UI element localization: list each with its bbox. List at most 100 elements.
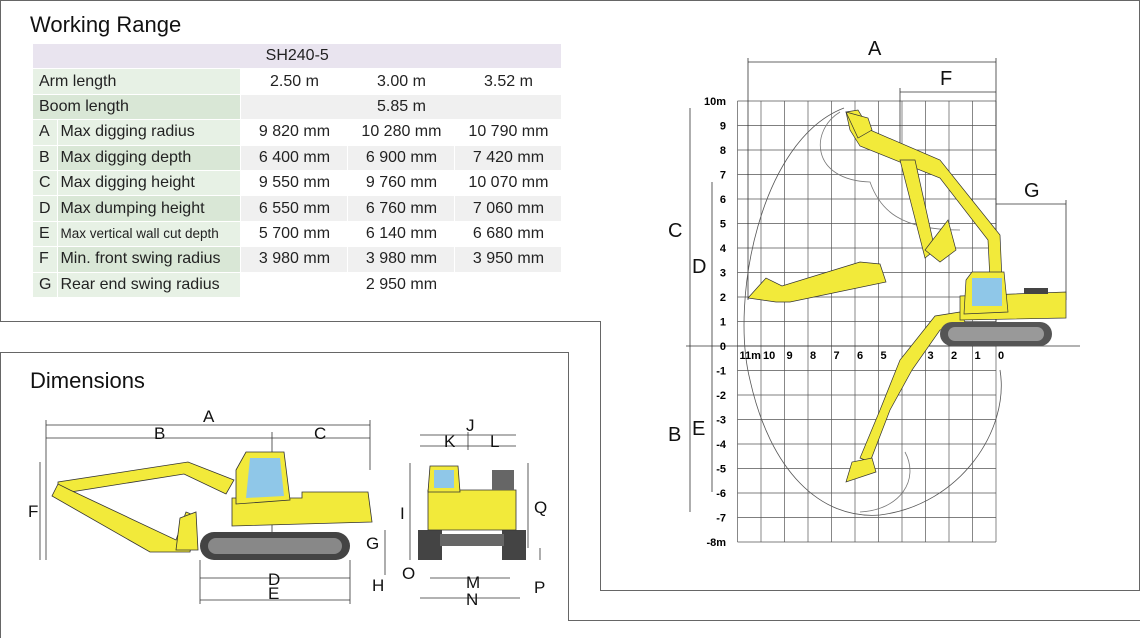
- range-label-c: C: [668, 220, 683, 242]
- dim-label-h: H: [372, 576, 385, 595]
- row-name: Min. front swing radius: [57, 246, 242, 273]
- boom-length-label: Boom length: [33, 94, 242, 121]
- table-row-boom-length: Boom length 5.85 m: [33, 94, 563, 121]
- dim-label-f: F: [28, 502, 39, 521]
- dimensions-title: Dimensions: [30, 368, 145, 393]
- row-value: 6 550 mm: [240, 195, 349, 222]
- working-range-title: Working Range: [30, 12, 182, 37]
- row-value: 10 070 mm: [454, 170, 563, 197]
- table-header-row: SH240-5: [33, 44, 563, 70]
- row-value: 3 980 mm: [240, 246, 349, 273]
- table-row-rear-swing: G Rear end swing radius 2 950 mm: [33, 272, 563, 298]
- y-tick-label: 2: [720, 292, 726, 304]
- x-tick-label: 0: [998, 350, 1004, 362]
- x-tick-label: 6: [857, 350, 863, 362]
- y-tick-label: 8: [720, 145, 726, 157]
- y-tick-label: -2: [716, 390, 726, 402]
- row-value: 7 420 mm: [454, 145, 563, 171]
- y-tick-label: -8m: [706, 537, 726, 549]
- y-tick-label: -6: [716, 488, 726, 500]
- row-letter: D: [33, 195, 59, 222]
- row-value: 7 060 mm: [454, 195, 563, 222]
- dim-label-p: P: [534, 578, 546, 597]
- dim-label-g: G: [366, 534, 380, 553]
- arm-length-label: Arm length: [33, 68, 242, 95]
- dim-label-o: O: [402, 564, 416, 583]
- y-tick-label: 7: [720, 170, 726, 182]
- row-name: Max digging depth: [57, 145, 242, 171]
- range-label-g: G: [1024, 180, 1040, 202]
- row-value: 6 140 mm: [347, 221, 456, 248]
- dim-label-e: E: [268, 584, 280, 603]
- excavator-base: [940, 271, 1067, 346]
- dim-label-m: M: [466, 573, 481, 592]
- x-tick-label: 8: [810, 350, 816, 362]
- y-tick-label: 10m: [704, 96, 726, 108]
- side-view-excavator: [51, 451, 373, 560]
- range-label-a: A: [868, 38, 882, 60]
- boom-length-value: 5.85 m: [240, 94, 563, 121]
- row-name: Rear end swing radius: [57, 272, 242, 298]
- row-name: Max digging height: [57, 170, 242, 197]
- dim-label-b: B: [154, 424, 166, 443]
- arm-length-value: 3.52 m: [454, 68, 563, 95]
- row-value: 10 790 mm: [454, 119, 563, 146]
- dim-label-l: L: [490, 432, 500, 451]
- row-value: 10 280 mm: [347, 119, 456, 146]
- row-value: 6 900 mm: [347, 145, 456, 171]
- dim-label-a: A: [203, 407, 215, 426]
- row-letter: G: [33, 272, 59, 298]
- y-tick-label: 9: [720, 121, 726, 133]
- dim-label-d: D: [268, 570, 281, 589]
- row-letter: E: [33, 221, 59, 248]
- y-tick-label: -7: [716, 513, 726, 525]
- arm-length-value: 2.50 m: [240, 68, 349, 95]
- dim-label-j: J: [466, 416, 475, 435]
- x-tick-label: 9: [787, 350, 793, 362]
- y-tick-label: 6: [720, 194, 726, 206]
- working-range-table: SH240-5 Arm length 2.50 m 3.00 m 3.52 m …: [33, 44, 563, 298]
- row-value: 6 680 mm: [454, 221, 563, 248]
- y-tick-label: 4: [720, 243, 727, 255]
- model-name: SH240-5: [33, 44, 563, 70]
- y-tick-label: 3: [720, 268, 726, 280]
- dim-label-c: C: [314, 424, 327, 443]
- row-value: 9 550 mm: [240, 170, 349, 197]
- y-tick-label: -3: [716, 415, 726, 427]
- range-label-e: E: [692, 418, 706, 440]
- row-value: 9 760 mm: [347, 170, 456, 197]
- row-letter: C: [33, 170, 59, 197]
- row-name: Max digging radius: [57, 119, 242, 146]
- row-value: 5 700 mm: [240, 221, 349, 248]
- dim-label-i: I: [400, 504, 405, 523]
- y-tick-label: -5: [716, 464, 726, 476]
- y-tick-label: -4: [716, 439, 727, 451]
- row-name: Max vertical wall cut depth: [57, 221, 242, 248]
- x-tick-label: 11m: [740, 350, 762, 362]
- excavator-upper-position: [845, 109, 1003, 281]
- x-tick-label: 2: [951, 350, 957, 362]
- y-tick-label: 5: [720, 219, 726, 231]
- dim-label-k: K: [444, 432, 456, 451]
- range-label-b: B: [668, 424, 682, 446]
- excavator-mid-position: [747, 261, 887, 303]
- arm-length-value: 3.00 m: [347, 68, 456, 95]
- row-value: 3 950 mm: [454, 246, 563, 273]
- row-name: Max dumping height: [57, 195, 242, 222]
- x-tick-label: 5: [881, 350, 887, 362]
- row-value: 6 760 mm: [347, 195, 456, 222]
- row-letter: A: [33, 119, 59, 146]
- row-value: 3 980 mm: [347, 246, 456, 273]
- y-tick-label: 1: [720, 317, 726, 329]
- range-label-f: F: [940, 68, 953, 90]
- x-tick-label: 7: [834, 350, 840, 362]
